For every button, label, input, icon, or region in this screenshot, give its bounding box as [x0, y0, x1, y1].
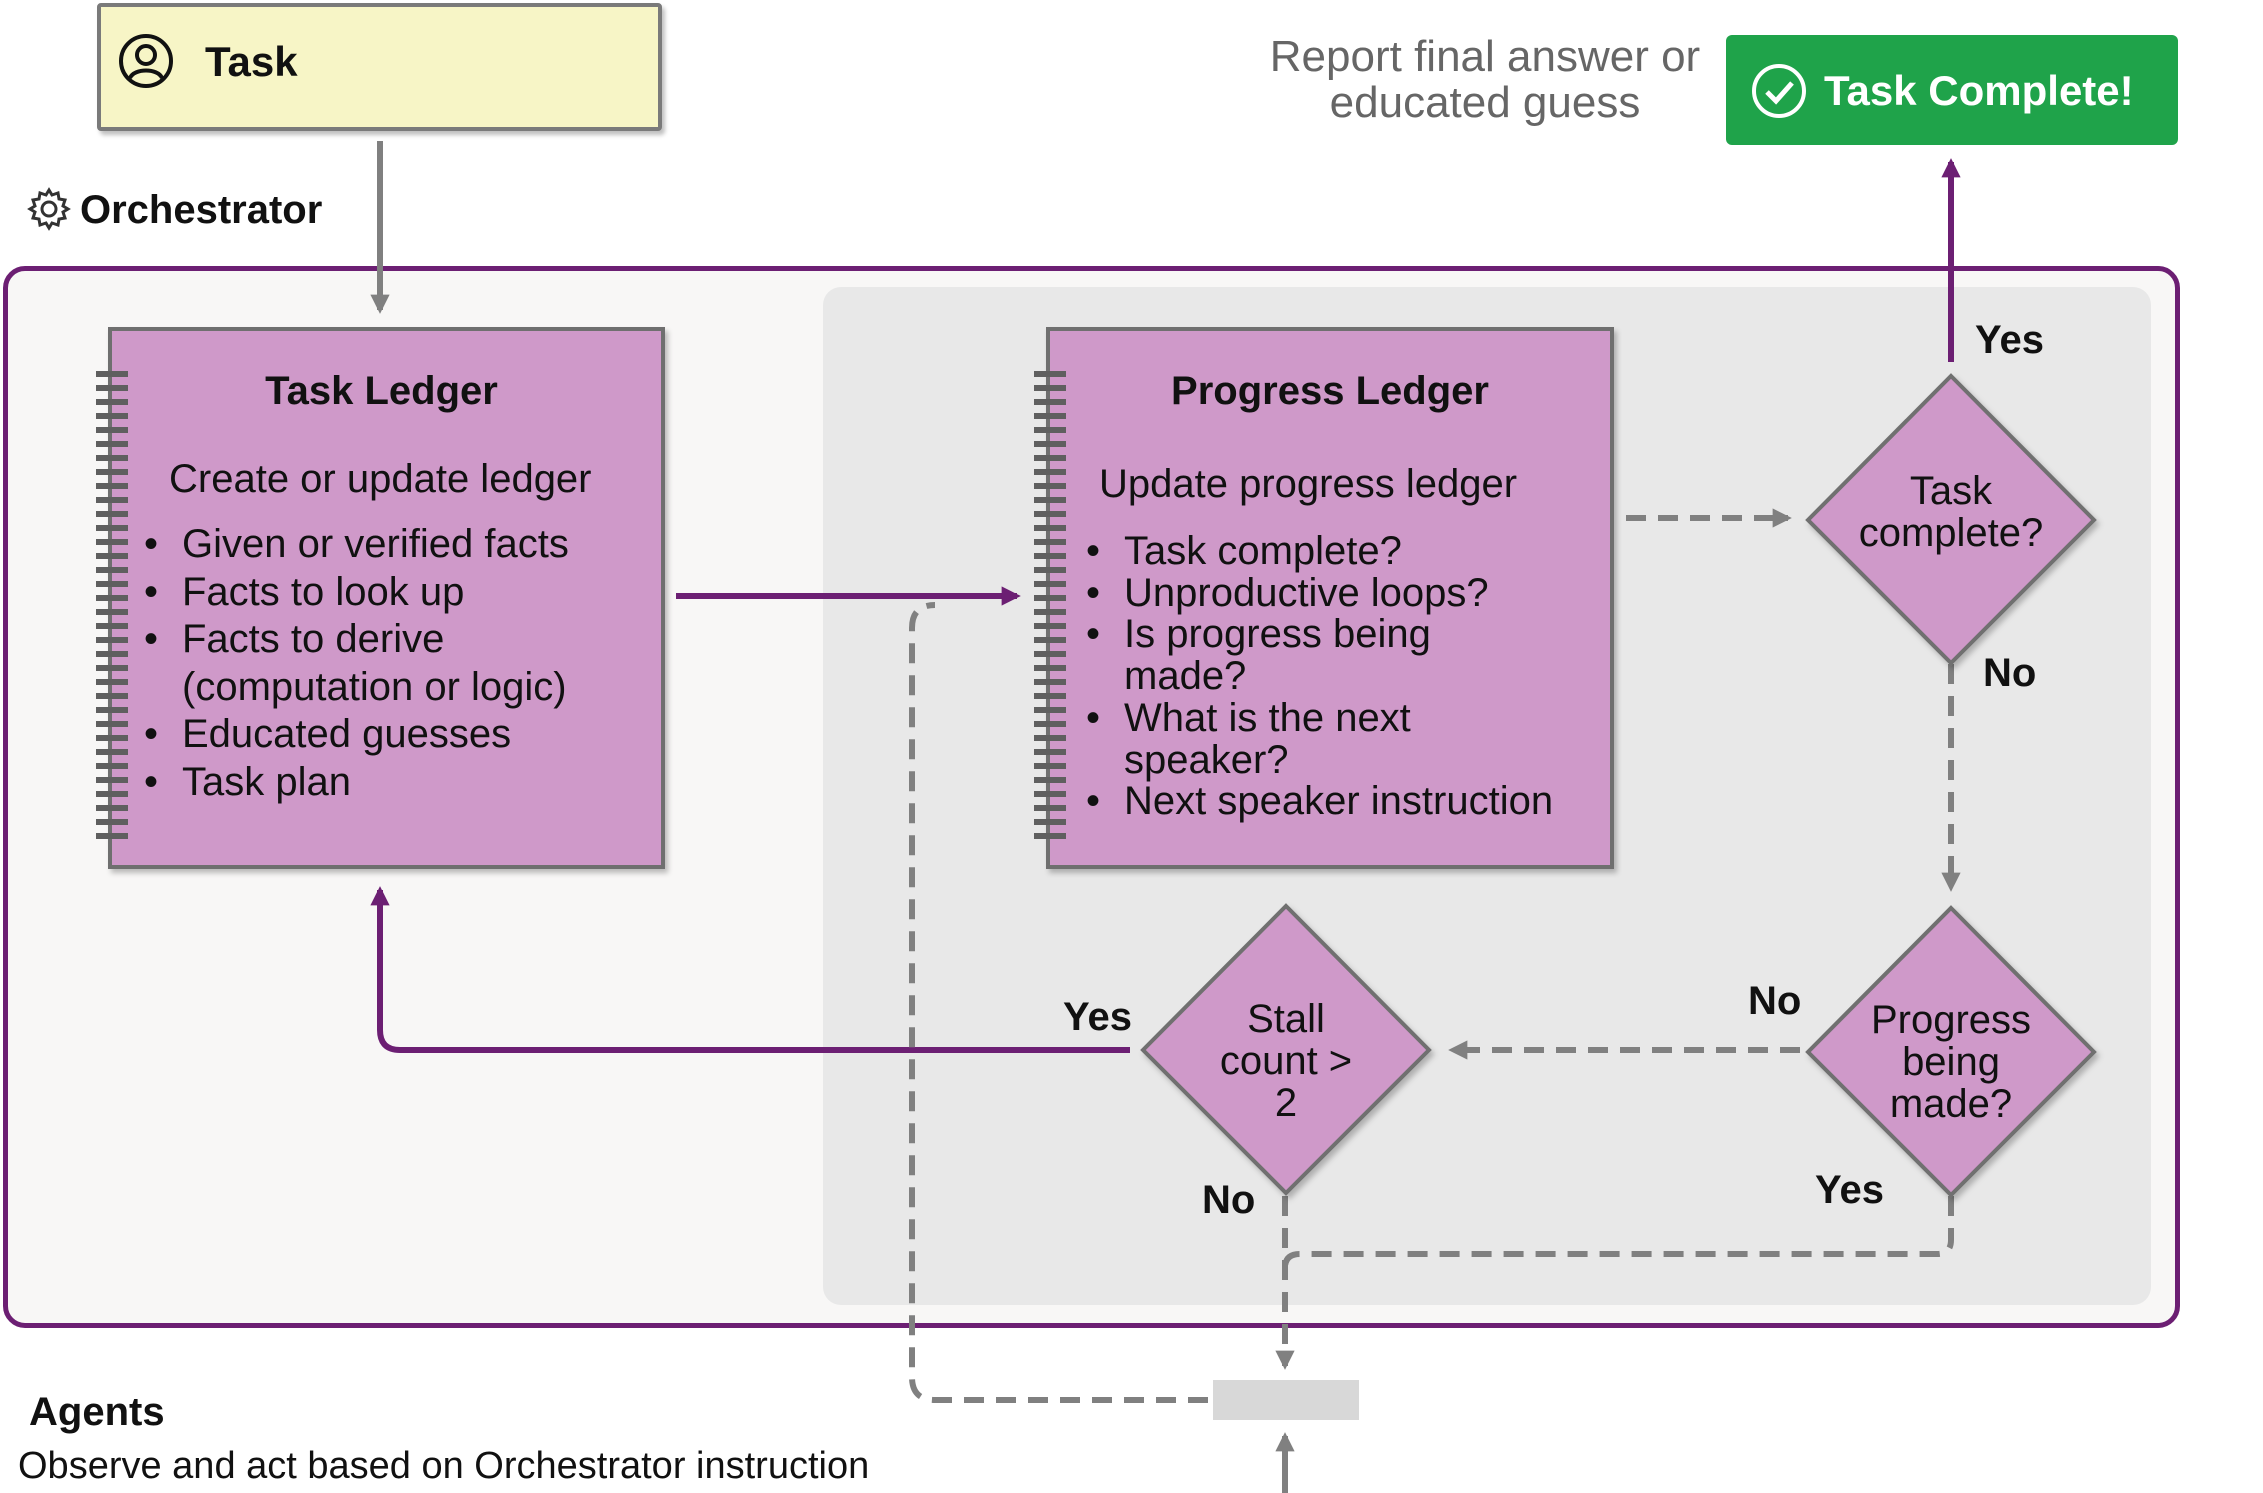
user-circle-icon: [119, 34, 173, 88]
progress-ledger-list: Task complete? Unproductive loops? Is pr…: [1086, 530, 1553, 823]
progress-question: Progress being made?: [1870, 998, 2032, 1126]
check-circle-icon: [1752, 64, 1806, 118]
list-item: Given or verified facts: [144, 521, 569, 569]
label-stall-yes: Yes: [1063, 995, 1132, 1039]
agents-title: Agents: [29, 1390, 165, 1434]
label-stall-no: No: [1202, 1178, 1256, 1222]
task-complete-label: Task Complete!: [1824, 67, 2134, 114]
task-ledger-list: Given or verified facts Facts to look up…: [144, 521, 569, 806]
agents-bar: [1213, 1380, 1359, 1420]
task-ledger: Task Ledger Create or update ledger Give…: [96, 327, 665, 869]
stall-count-decision: [1140, 903, 1432, 1196]
task-complete-question: Task complete?: [1858, 469, 2044, 555]
task-complete-decision: [1805, 373, 2097, 666]
report-caption: Report final answer or educated guess: [1269, 32, 1701, 127]
gear-icon: [27, 187, 71, 231]
task-complete-node: Task Complete!: [1726, 35, 2178, 145]
progress-decision: [1805, 905, 2097, 1198]
task-node: [97, 3, 662, 131]
edge-stall-yes: [370, 886, 1130, 1053]
list-item: (computation or logic): [182, 664, 567, 709]
list-item: Next speaker instruction: [1086, 781, 1553, 823]
progress-ledger-subtitle: Update progress ledger: [1099, 462, 1518, 506]
progress-ledger: Progress Ledger Update progress ledger T…: [1034, 327, 1614, 869]
notebook-spiral: [1034, 371, 1066, 841]
label-complete-yes: Yes: [1975, 318, 2044, 362]
task-label: Task: [205, 38, 298, 85]
orchestrator-title: Orchestrator: [80, 188, 323, 232]
stall-count-question: Stall count > 2: [1219, 997, 1353, 1125]
edge-agents-to-progress-ledger: [909, 602, 1208, 1403]
list-item: Task complete?: [1086, 530, 1553, 573]
list-item: made?: [1124, 654, 1247, 699]
list-item: Unproductive loops?: [1086, 572, 1553, 615]
label-progress-yes: Yes: [1815, 1168, 1884, 1212]
notebook-spiral: [96, 371, 128, 841]
agents-description: Observe and act based on Orchestrator in…: [18, 1445, 870, 1487]
list-item: speaker?: [1124, 737, 1289, 782]
list-item: Task plan: [144, 759, 569, 807]
list-item: Educated guesses: [144, 711, 569, 759]
list-item: Facts to derive: [144, 616, 569, 664]
task-ledger-title: Task Ledger: [265, 369, 498, 413]
task-ledger-subtitle: Create or update ledger: [169, 457, 592, 501]
list-item: Is progress being: [1086, 614, 1553, 656]
label-progress-no: No: [1748, 979, 1802, 1023]
list-item: Facts to look up: [144, 569, 569, 617]
label-complete-no: No: [1983, 651, 2037, 695]
list-item: What is the next: [1086, 697, 1553, 740]
progress-ledger-title: Progress Ledger: [1171, 369, 1489, 413]
